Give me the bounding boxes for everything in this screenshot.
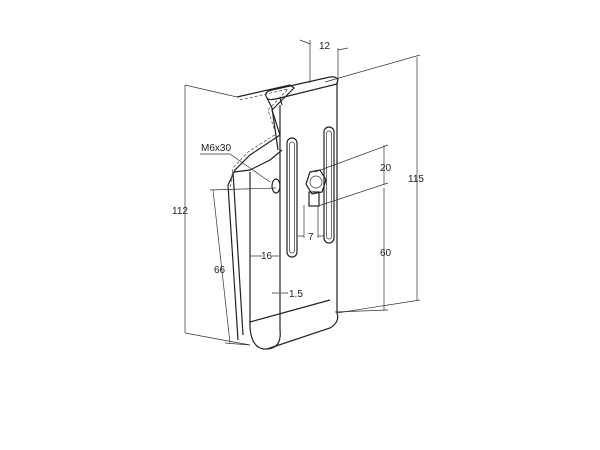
dim-60: 60 bbox=[380, 248, 392, 259]
dimension-lines bbox=[184, 39, 421, 346]
dimension-labels: 12 115 M6x30 20 112 7 16 60 66 1.5 bbox=[172, 41, 424, 300]
dim-12: 12 bbox=[319, 41, 331, 52]
dim-1-5: 1.5 bbox=[289, 289, 303, 300]
dim-112: 112 bbox=[172, 206, 188, 217]
dim-m6x30: M6x30 bbox=[201, 143, 231, 154]
slots bbox=[286, 126, 335, 258]
dim-115: 115 bbox=[408, 174, 424, 185]
dim-16: 16 bbox=[261, 251, 273, 262]
dim-66: 66 bbox=[214, 265, 226, 276]
front-plate bbox=[249, 76, 339, 350]
dim-20: 20 bbox=[380, 163, 392, 174]
dim-7: 7 bbox=[308, 232, 314, 243]
back-plate bbox=[227, 84, 295, 341]
